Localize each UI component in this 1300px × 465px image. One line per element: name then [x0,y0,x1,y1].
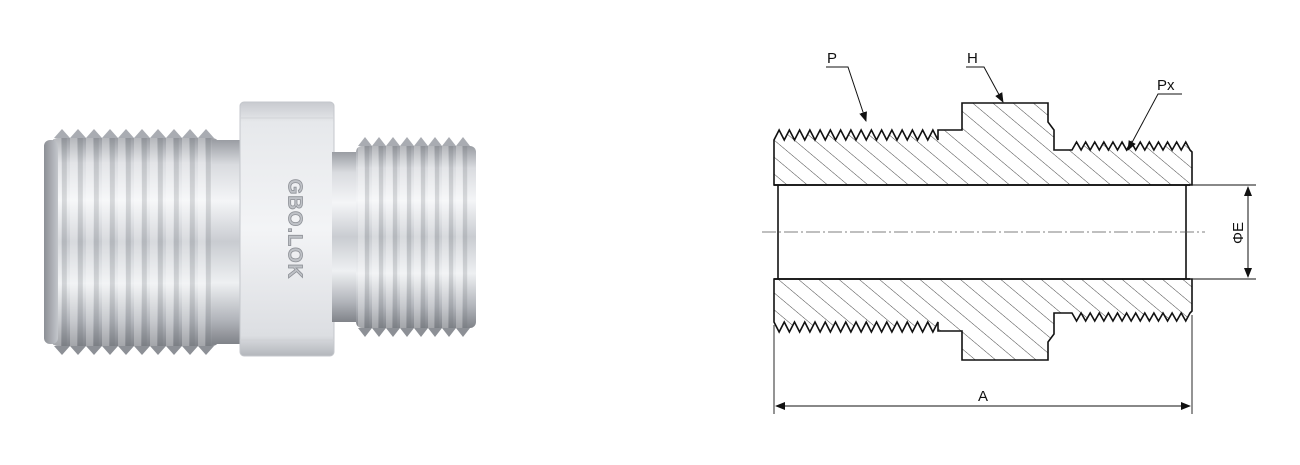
thread-tooth [182,129,198,138]
thread-tooth [182,346,198,355]
thread-root [142,138,147,346]
thread-tooth [86,346,102,355]
thread-tooth [70,346,86,355]
thread-tooth [358,137,372,146]
label-h: H [966,50,1004,103]
thread-tooth [134,346,150,355]
thread-root [393,146,398,328]
thread-tooth [86,129,102,138]
thread-tooth [386,137,400,146]
thread-crest [198,138,206,346]
thread-tooth [400,137,414,146]
thread-crest [456,146,463,328]
large-thread-crests [54,129,214,355]
thread-tooth [358,328,372,337]
thread-tooth [102,346,118,355]
thread-crest [118,138,126,346]
thread-crest [386,146,393,328]
brand-engraving: GBO.LOK [284,179,306,279]
thread-root [435,146,440,328]
thread-tooth [150,129,166,138]
bore [774,184,1190,280]
thread-tooth [102,129,118,138]
thread-crest [442,146,449,328]
dimension-a-text: A [978,388,988,405]
small-thread-section [356,137,476,337]
thread-root [158,138,163,346]
thread-root [126,138,131,346]
dimension-e: ΦE [1188,184,1256,280]
thread-crest [182,138,190,346]
thread-root [463,146,468,328]
thread-tooth [428,328,442,337]
thread-tooth [198,346,214,355]
thread-tooth [70,129,86,138]
thread-crest [372,146,379,328]
thread-tooth [166,346,182,355]
thread-root [78,138,83,346]
thread-crest [166,138,174,346]
small-thread-crests [358,137,470,337]
thread-root [62,138,67,346]
label-p-text: P [827,50,837,67]
thread-root [449,146,454,328]
thread-crest [358,146,365,328]
thread-tooth [442,328,456,337]
thread-root [407,146,412,328]
thread-tooth [414,137,428,146]
thread-tooth [400,328,414,337]
thread-crest [150,138,158,346]
label-px: Px [1127,77,1182,151]
thread-tooth [54,129,70,138]
thread-crest [400,146,407,328]
thread-tooth [372,137,386,146]
thread-root [94,138,99,346]
thread-root [110,138,115,346]
lower-wall-section [773,278,1193,361]
dimension-a: A [773,315,1193,414]
thread-tooth [134,129,150,138]
thread-root [365,146,370,328]
label-h-text: H [967,50,978,67]
thread-crest [428,146,435,328]
thread-crest [70,138,78,346]
thread-tooth [386,328,400,337]
thread-tooth [372,328,386,337]
dimension-e-text: ΦE [1230,222,1247,244]
thread-tooth [54,346,70,355]
thread-crest [414,146,421,328]
thread-root [190,138,195,346]
thread-tooth [456,137,470,146]
label-px-text: Px [1157,77,1175,94]
hex-body: GBO.LOK [239,101,335,357]
thread-crest [134,138,142,346]
label-p: P [826,50,867,122]
thread-root [421,146,426,328]
thread-tooth [428,137,442,146]
thread-tooth [118,346,134,355]
thread-crest [86,138,94,346]
thread-tooth [198,129,214,138]
thread-tooth [166,129,182,138]
thread-crest [102,138,110,346]
thread-root [174,138,179,346]
thread-tooth [150,346,166,355]
thread-tooth [118,129,134,138]
upper-wall-section [773,102,1193,186]
thread-tooth [414,328,428,337]
large-thread-section [44,129,220,355]
thread-tooth [456,328,470,337]
thread-root [379,146,384,328]
thread-tooth [442,137,456,146]
thread-root [206,138,211,346]
